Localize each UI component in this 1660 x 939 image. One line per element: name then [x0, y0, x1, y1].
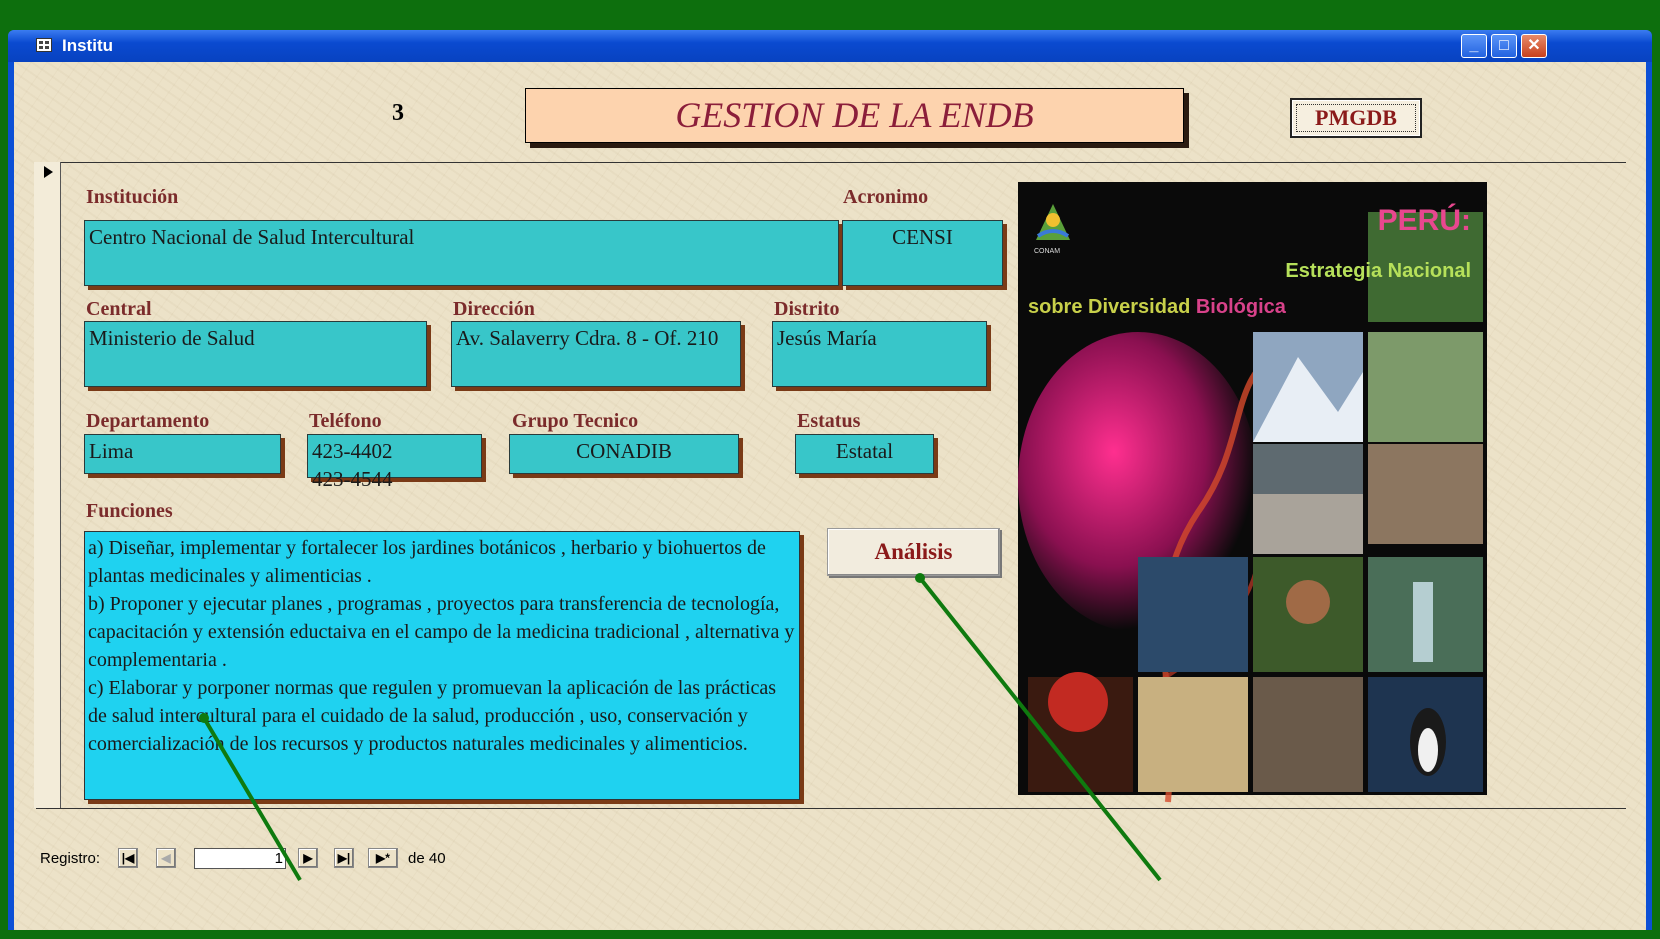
central-label: Central	[86, 298, 152, 320]
acronimo-field[interactable]: CENSI	[842, 220, 1003, 286]
institucion-label: Institución	[86, 186, 179, 208]
acronimo-label: Acronimo	[843, 186, 929, 208]
minimize-button[interactable]: _	[1461, 34, 1487, 58]
conam-logo-icon	[1036, 204, 1070, 240]
previous-record-button[interactable]: ◀	[156, 848, 176, 868]
page-banner: GESTION DE LA ENDB	[525, 88, 1184, 143]
funciones-label: Funciones	[86, 500, 173, 522]
registro-label: Registro:	[40, 850, 101, 867]
analisis-button[interactable]: Análisis	[827, 528, 1000, 576]
poster-logo-text: CONAM	[1034, 248, 1061, 255]
funciones-textarea[interactable]: a) Diseñar, implementar y fortalecer los…	[84, 531, 800, 800]
record-total: de 40	[408, 850, 446, 867]
last-record-button[interactable]: ▶|	[334, 848, 354, 868]
poster-title: PERÚ:	[1377, 204, 1471, 237]
current-record-arrow-icon	[44, 166, 53, 178]
close-button[interactable]: ✕	[1521, 34, 1547, 58]
first-record-button[interactable]: |◀	[118, 848, 138, 868]
distrito-field[interactable]: Jesús María	[772, 321, 987, 387]
estatus-field[interactable]: Estatal	[795, 434, 934, 474]
poster-subtitle-1: Estrategia Nacional	[1285, 260, 1471, 282]
grupo-tecnico-field[interactable]: CONADIB	[509, 434, 739, 474]
record-number-input[interactable]: 1	[194, 848, 286, 869]
record-number: 3	[392, 100, 404, 126]
form-icon	[36, 38, 52, 52]
next-record-button[interactable]: ▶	[298, 848, 318, 868]
poster-subtitle-2: sobre Diversidad Biológica	[1028, 296, 1286, 319]
header-divider	[36, 162, 1626, 163]
poster-subtitle-2a: sobre Diversidad	[1028, 296, 1191, 318]
estatus-label: Estatus	[797, 410, 861, 432]
poster-subtitle-2b: Biológica	[1195, 296, 1286, 318]
pmgdb-button[interactable]: PMGDB	[1290, 98, 1422, 138]
window-title: Institu	[62, 36, 113, 55]
direccion-label: Dirección	[453, 298, 535, 320]
grupo-tecnico-label: Grupo Tecnico	[512, 410, 639, 432]
departamento-label: Departamento	[86, 410, 210, 432]
central-field[interactable]: Ministerio de Salud	[84, 321, 427, 387]
footer-divider	[36, 808, 1626, 809]
direccion-field[interactable]: Av. Salaverry Cdra. 8 - Of. 210	[451, 321, 741, 387]
distrito-label: Distrito	[774, 298, 840, 320]
record-selector[interactable]	[34, 162, 61, 808]
telefono-field[interactable]: 423-4402 423-4544	[307, 434, 482, 491]
estrategia-poster-image: CONAM PERÚ: Estrategia Nacional sobre Di…	[1018, 182, 1487, 803]
departamento-field[interactable]: Lima	[84, 434, 281, 474]
institucion-field[interactable]: Centro Nacional de Salud Intercultural	[84, 220, 839, 286]
new-record-button[interactable]: ▶*	[368, 848, 398, 868]
title-bar[interactable]: Institu _ □ ✕	[8, 30, 1652, 62]
telefono-label: Teléfono	[309, 410, 382, 432]
maximize-button[interactable]: □	[1491, 34, 1517, 58]
